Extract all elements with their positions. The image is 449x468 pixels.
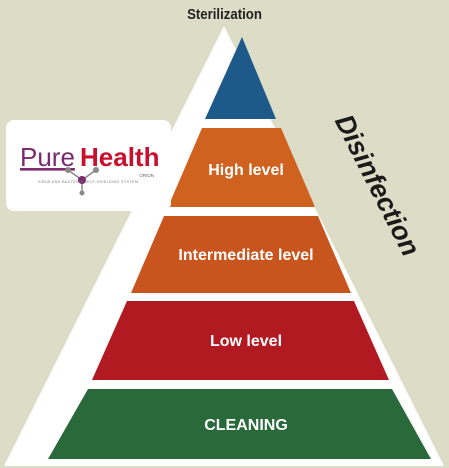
pyramid-tier-low-level <box>92 301 389 380</box>
purehealth-logo: Pure Health ORION VIRUS AND BACTERIA SEL… <box>20 142 159 196</box>
pyramid-tier-cleaning <box>48 389 431 459</box>
level-label-high: High level <box>208 162 284 179</box>
sterilization-label: Sterilization <box>187 6 262 23</box>
level-label-low: Low level <box>210 333 282 350</box>
pyramid-tier-intermediate-level <box>131 216 351 293</box>
logo-molecule-atom-3 <box>78 176 86 184</box>
logo-tagline: VIRUS AND BACTERIA SELF-SHIELDING SYSTEM <box>38 180 138 184</box>
pyramid-tier-sterilization <box>205 37 276 119</box>
level-label-cleaning: CLEANING <box>204 417 288 434</box>
level-label-intermediate: Intermediate level <box>178 247 313 264</box>
pyramid-tier-high-level <box>168 128 315 207</box>
logo-sub-brand: ORION <box>139 173 154 178</box>
logo-molecule-atom-1 <box>65 167 71 173</box>
logo-molecule-atom-4 <box>79 190 85 196</box>
purehealth-logo-card: Pure Health ORION VIRUS AND BACTERIA SEL… <box>6 120 171 211</box>
logo-brand-health: Health <box>80 142 159 172</box>
logo-brand-pure: Pure <box>20 142 75 172</box>
logo-molecule-atom-2 <box>93 167 99 173</box>
